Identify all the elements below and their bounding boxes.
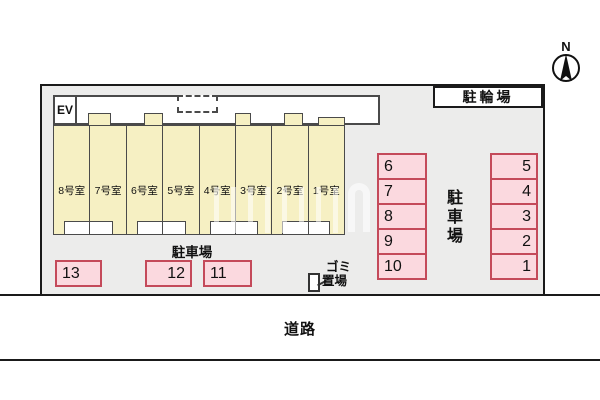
room-unit-4: 4号室: [198, 125, 236, 235]
parking-space-13: 13: [55, 260, 102, 287]
room-divider: [89, 221, 90, 235]
parking-space-9: 9: [377, 228, 427, 255]
garbage-label-line1: ゴミ: [326, 260, 352, 274]
roof-notch: [88, 113, 111, 125]
parking-area-label-bottom: 駐車場: [171, 245, 213, 260]
garbage-label-line2: 置場: [322, 274, 348, 288]
room-label: 2号室: [276, 185, 304, 197]
parking-space-11: 11: [203, 260, 252, 287]
porch: [210, 221, 258, 235]
room-unit-5: 5号室: [162, 125, 200, 235]
parking-column-right: 5 4 3 2 1: [490, 153, 538, 280]
parking-space-3: 3: [490, 203, 538, 230]
roof-notch: [144, 113, 163, 125]
road-label: 道路: [283, 321, 316, 338]
parking-space-2: 2: [490, 228, 538, 255]
parking-space-6: 6: [377, 153, 427, 180]
parking-space-8: 8: [377, 203, 427, 230]
roof-notch: [235, 113, 251, 125]
parking-space-7: 7: [377, 178, 427, 205]
room-label: 5号室: [167, 185, 195, 197]
room-unit-1: 1号室: [307, 125, 345, 235]
room-unit-7: 7号室: [89, 125, 127, 235]
room-unit-8: 8号室: [53, 125, 91, 235]
dashed-outline-box: [177, 95, 218, 113]
room-unit-2: 2号室: [271, 125, 309, 235]
garbage-area-label: ゴミ 置場: [322, 260, 351, 288]
room-label: 1号室: [312, 185, 340, 197]
parking-space-1: 1: [490, 253, 538, 280]
room-label: 4号室: [203, 185, 231, 197]
room-label: 7号室: [94, 185, 122, 197]
parking-column-left: 6 7 8 9 10: [377, 153, 427, 280]
room-label: 6号室: [131, 185, 158, 197]
watermark: [348, 183, 370, 232]
porch: [64, 221, 113, 235]
road-edge-bottom: [0, 359, 600, 361]
room-unit-6: 6号室: [125, 125, 164, 235]
building-rooms: 8号室 7号室 6号室 5号室 4号室 3号室 2号室 1号室: [53, 125, 345, 235]
room-label: 3号室: [240, 185, 267, 197]
roof-notch: [284, 113, 303, 125]
room-unit-3: 3号室: [234, 125, 273, 235]
bike-parking-label-box: 駐輪場: [433, 86, 543, 108]
room-divider: [308, 221, 309, 235]
parking-area-label-vertical: 駐車場: [446, 190, 463, 245]
north-label: N: [561, 39, 571, 54]
porch: [282, 221, 330, 235]
room-divider: [162, 221, 163, 235]
parking-space-12: 12: [145, 260, 192, 287]
parking-space-5: 5: [490, 153, 538, 180]
room-divider: [235, 221, 236, 235]
parking-space-10: 10: [377, 253, 427, 280]
porch: [137, 221, 186, 235]
site-plan: EV 8号室 7号室 6号室 5号室 4号室 3号室 2号室 1号室 駐輪場 6…: [40, 84, 545, 296]
elevator-box: EV: [53, 95, 77, 125]
roof-notch: [318, 117, 345, 125]
compass-icon: [552, 54, 580, 82]
parking-space-4: 4: [490, 178, 538, 205]
room-label: 8号室: [58, 185, 86, 197]
